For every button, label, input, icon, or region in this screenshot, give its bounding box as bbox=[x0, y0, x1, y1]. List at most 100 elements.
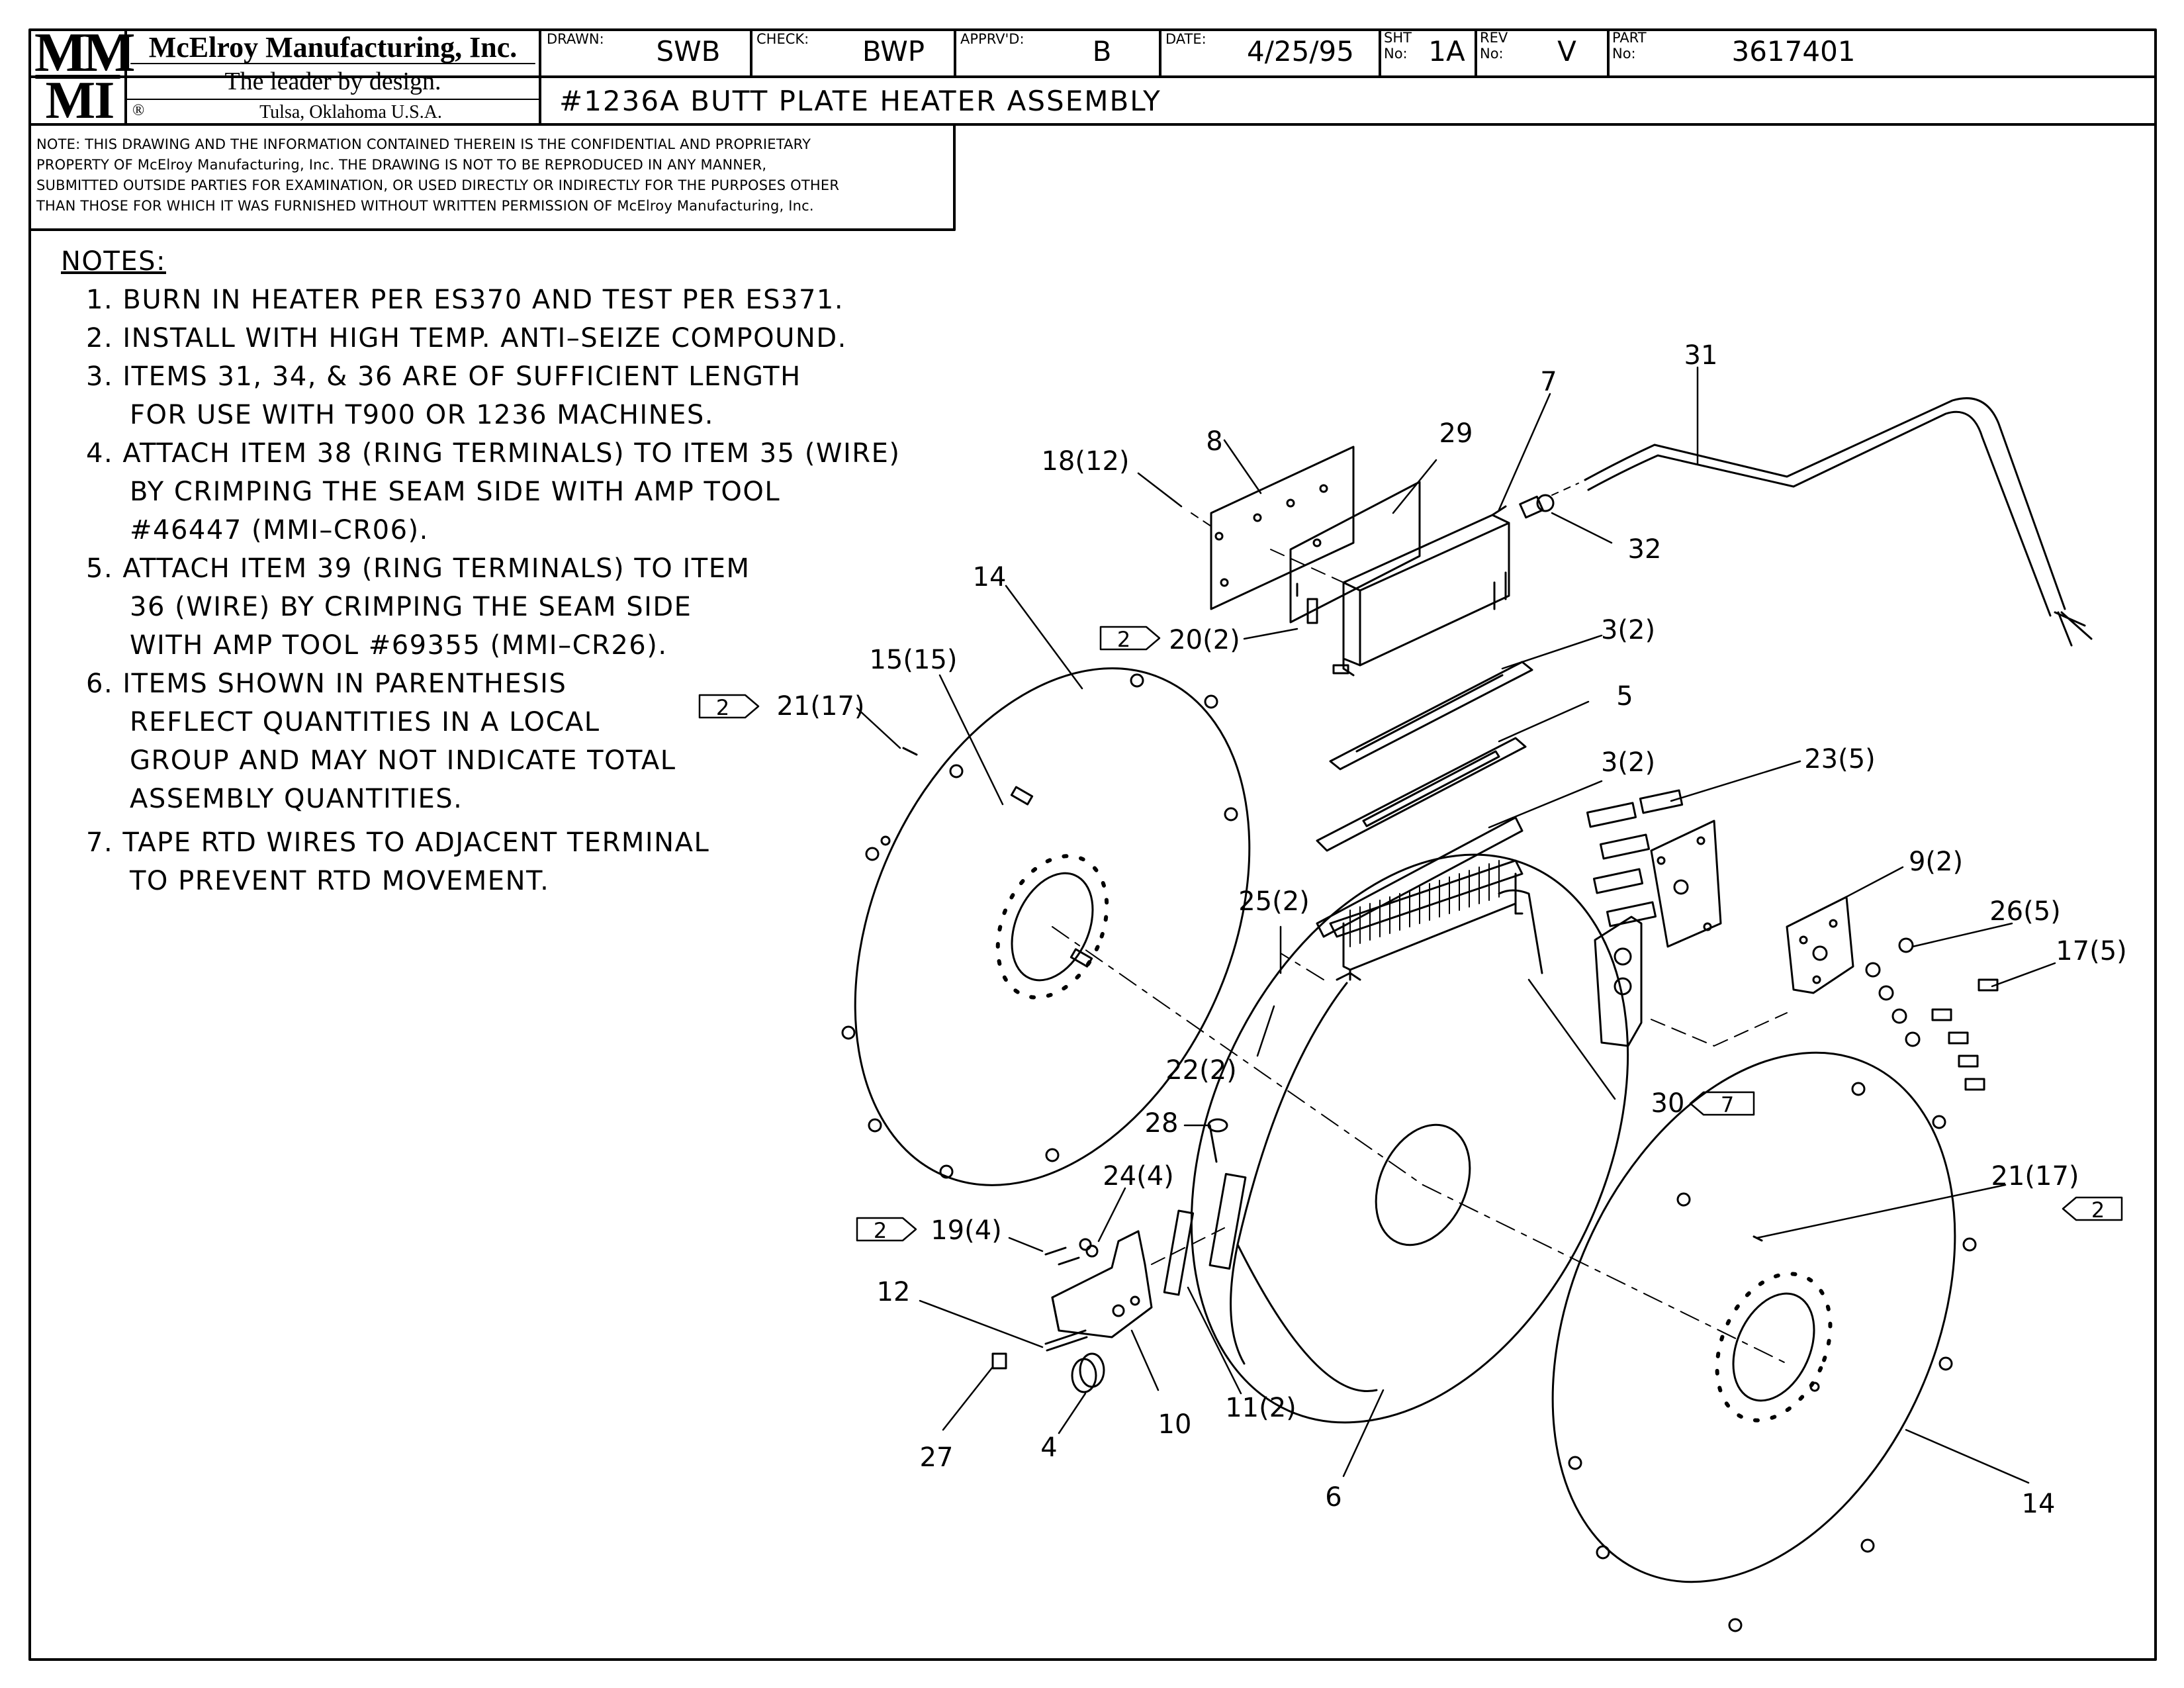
company-name: McElroy Manufacturing, Inc. bbox=[148, 31, 518, 64]
note-line: 4. ATTACH ITEM 38 (RING TERMINALS) TO IT… bbox=[86, 438, 901, 469]
callout-item-24: 24(4) bbox=[1103, 1161, 1174, 1192]
logo-letter: I bbox=[94, 71, 114, 130]
logo-letter: M bbox=[45, 71, 96, 130]
insulation-strips bbox=[1316, 661, 1533, 938]
terminal-box bbox=[1191, 445, 1579, 677]
callout-item-3-lower: 3(2) bbox=[1601, 747, 1655, 778]
callout-item-14-right: 14 bbox=[2022, 1489, 2056, 1519]
callout-item-20: 20(2) bbox=[1169, 625, 1240, 655]
check-label: CHECK: bbox=[756, 31, 809, 47]
callout-item-22: 22(2) bbox=[1165, 1055, 1237, 1086]
logo-letter: M bbox=[34, 22, 87, 83]
notes-heading: NOTES: bbox=[61, 246, 166, 277]
callout-item-9: 9(2) bbox=[1909, 847, 1963, 877]
callout-item-5: 5 bbox=[1616, 681, 1633, 712]
sht-value: 1A bbox=[1428, 35, 1465, 68]
callout-item-15: 15(15) bbox=[869, 645, 957, 675]
callout-item-6: 6 bbox=[1325, 1482, 1342, 1513]
callout-item-21-right: 21(17) bbox=[1991, 1161, 2079, 1192]
callout-item-17: 17(5) bbox=[2056, 936, 2127, 966]
callout-item-26: 26(5) bbox=[1989, 896, 2061, 927]
note-line: 6. ITEMS SHOWN IN PARENTHESIS bbox=[86, 669, 567, 699]
note-flag-2: 2 bbox=[716, 695, 729, 720]
terminal-block bbox=[1329, 859, 1543, 981]
callout-item-19: 19(4) bbox=[931, 1215, 1002, 1246]
leader-lines bbox=[856, 366, 2056, 1484]
note-line: 2. INSTALL WITH HIGH TEMP. ANTI–SEIZE CO… bbox=[86, 323, 847, 353]
note-line: WITH AMP TOOL #69355 (MMI–CR26). bbox=[130, 630, 668, 661]
note-flag-2: 2 bbox=[2091, 1197, 2105, 1223]
note-line: 7. TAPE RTD WIRES TO ADJACENT TERMINAL bbox=[86, 827, 710, 858]
callout-item-3-upper: 3(2) bbox=[1601, 615, 1655, 645]
callout-item-27: 27 bbox=[920, 1442, 954, 1473]
logo-mi: MI bbox=[34, 74, 124, 127]
check-value: BWP bbox=[862, 35, 925, 68]
confidential-line: PROPERTY OF McElroy Manufacturing, Inc. … bbox=[36, 157, 767, 173]
part-label-no: No: bbox=[1612, 46, 1636, 62]
callout-item-10: 10 bbox=[1158, 1409, 1192, 1440]
centerlines bbox=[1052, 926, 1788, 1364]
drawn-value: SWB bbox=[656, 35, 721, 68]
callout-item-11: 11(2) bbox=[1225, 1393, 1297, 1423]
callout-item-28: 28 bbox=[1145, 1108, 1179, 1139]
callout-item-8: 8 bbox=[1206, 426, 1222, 457]
callout-item-7: 7 bbox=[1540, 367, 1557, 397]
date-value: 4/25/95 bbox=[1247, 35, 1354, 68]
note-flag-2: 2 bbox=[1117, 627, 1130, 652]
note-line: 1. BURN IN HEATER PER ES370 AND TEST PER… bbox=[86, 285, 844, 315]
company-slogan: The leader by design. bbox=[224, 68, 441, 95]
callout-item-31: 31 bbox=[1684, 340, 1718, 371]
callout-item-4: 4 bbox=[1040, 1432, 1057, 1463]
rev-value: V bbox=[1557, 35, 1576, 68]
note-flag-2: 2 bbox=[874, 1218, 887, 1243]
cable bbox=[1584, 397, 2093, 647]
sheet-border bbox=[28, 28, 2157, 1661]
confidential-line: SUBMITTED OUTSIDE PARTIES FOR EXAMINATIO… bbox=[36, 177, 840, 193]
note-line: ASSEMBLY QUANTITIES. bbox=[130, 784, 463, 814]
note-line: 36 (WIRE) BY CRIMPING THE SEAM SIDE bbox=[130, 592, 692, 622]
confidential-notice: NOTE: THIS DRAWING AND THE INFORMATION C… bbox=[30, 124, 954, 230]
callout-item-29: 29 bbox=[1439, 418, 1473, 449]
logo-mm: MM bbox=[34, 25, 136, 81]
registered-mark: ® bbox=[132, 102, 145, 119]
note-line: FOR USE WITH T900 OR 1236 MACHINES. bbox=[130, 400, 715, 430]
callout-item-21-left: 21(17) bbox=[776, 691, 864, 722]
logo-letter: M bbox=[83, 22, 135, 83]
confidential-line: NOTE: THIS DRAWING AND THE INFORMATION C… bbox=[36, 136, 811, 152]
callout-item-30: 30 bbox=[1651, 1088, 1685, 1119]
apprvd-value: B bbox=[1092, 35, 1112, 68]
rev-label-no: No: bbox=[1480, 46, 1504, 62]
sht-label-no: No: bbox=[1384, 46, 1408, 62]
note-line: REFLECT QUANTITIES IN A LOCAL bbox=[130, 707, 600, 737]
drawing-title: #1236A BUTT PLATE HEATER ASSEMBLY bbox=[559, 85, 1161, 117]
apprvd-label: APPRV'D: bbox=[960, 31, 1024, 47]
date-label: DATE: bbox=[1165, 31, 1206, 47]
title-block-lines bbox=[28, 28, 2157, 231]
latch-assembly bbox=[991, 1227, 1225, 1393]
sht-label: SHT bbox=[1384, 30, 1412, 46]
callout-item-18: 18(12) bbox=[1041, 446, 1129, 477]
callout-item-25: 25(2) bbox=[1238, 886, 1310, 917]
part-number: 3617401 bbox=[1731, 35, 1856, 68]
callout-item-32: 32 bbox=[1628, 534, 1662, 565]
note-flag-7: 7 bbox=[1721, 1092, 1734, 1117]
confidential-line: THAN THOSE FOR WHICH IT WAS FURNISHED WI… bbox=[36, 198, 814, 214]
drawn-label: DRAWN: bbox=[547, 31, 604, 47]
rev-label: REV bbox=[1480, 30, 1508, 46]
left-end-plate bbox=[841, 667, 1251, 1186]
note-line: BY CRIMPING THE SEAM SIDE WITH AMP TOOL bbox=[130, 477, 781, 507]
heater-plate bbox=[1163, 853, 1629, 1424]
note-flag-outlines bbox=[698, 626, 2123, 1242]
note-line: 3. ITEMS 31, 34, & 36 ARE OF SUFFICIENT … bbox=[86, 361, 801, 392]
callout-item-12: 12 bbox=[877, 1277, 911, 1307]
callout-item-23: 23(5) bbox=[1804, 744, 1876, 774]
note-line: TO PREVENT RTD MOVEMENT. bbox=[130, 866, 550, 896]
note-line: 5. ATTACH ITEM 39 (RING TERMINALS) TO IT… bbox=[86, 553, 751, 584]
part-label: PART bbox=[1612, 30, 1647, 46]
note-line: #46447 (MMI–CR06). bbox=[130, 515, 429, 545]
callout-item-14-left: 14 bbox=[973, 562, 1007, 592]
company-location: Tulsa, Oklahoma U.S.A. bbox=[259, 102, 442, 122]
